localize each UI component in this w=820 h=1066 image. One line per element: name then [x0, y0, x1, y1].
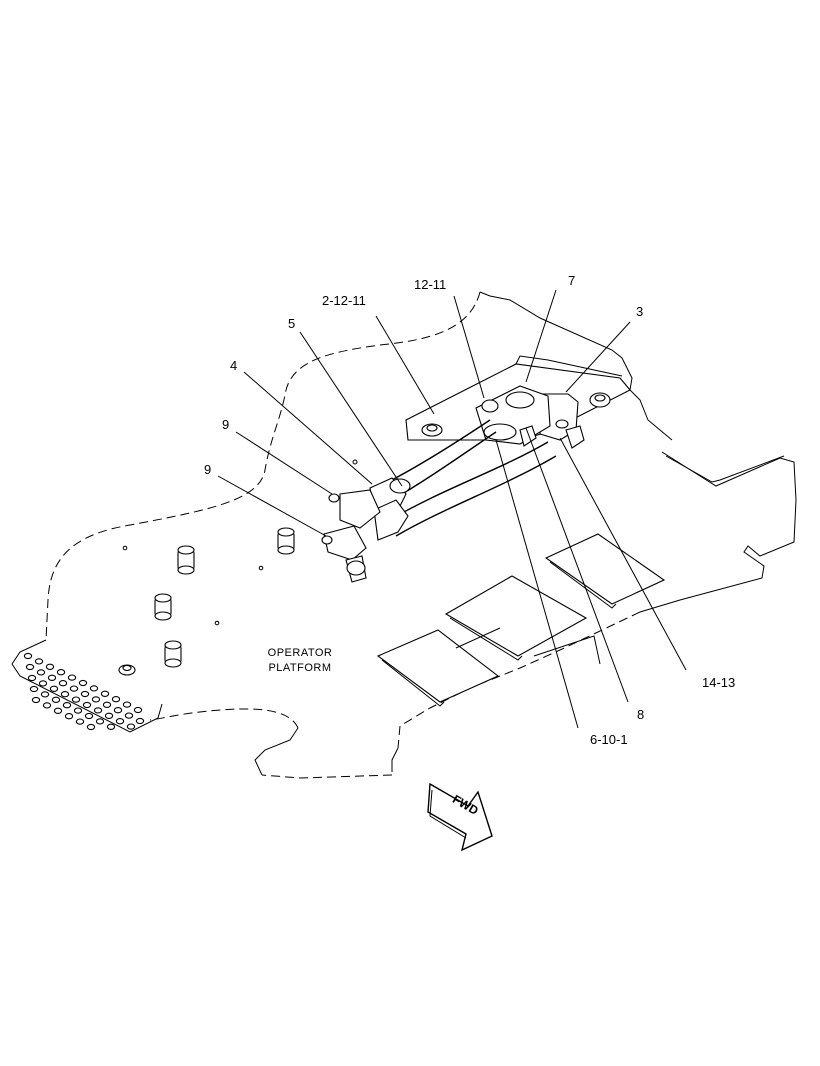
- perforation-hole: [75, 718, 85, 725]
- perforation-hole: [29, 685, 39, 693]
- boss: [177, 545, 195, 575]
- perforation-hole: [100, 690, 110, 697]
- perforation-hole: [71, 696, 81, 703]
- perforation-hole: [67, 674, 77, 681]
- perforated-step: [23, 652, 145, 731]
- callout-3: 3: [636, 304, 643, 319]
- perforation-hole: [106, 723, 116, 730]
- valve-block: [475, 385, 585, 449]
- perforation-hole: [25, 663, 35, 671]
- perforation-hole: [38, 680, 48, 687]
- perforation-hole: [82, 701, 92, 709]
- hole: [214, 620, 220, 626]
- floor-pads: [376, 533, 666, 707]
- perforation-hole: [102, 701, 112, 708]
- hole: [258, 565, 264, 571]
- perforation-hole: [64, 713, 74, 720]
- perforation-hole: [95, 718, 105, 725]
- callout-8: 8: [637, 707, 644, 722]
- leader-lines: [217, 289, 687, 729]
- perforation-hole: [40, 691, 50, 698]
- hole: [352, 459, 358, 465]
- callout-12-11: 12-11: [414, 277, 446, 292]
- callout-5: 5: [288, 316, 295, 331]
- forward-arrow: FWD: [427, 782, 493, 852]
- perforation-hole: [86, 723, 96, 731]
- callout-9-lower: 9: [204, 462, 211, 477]
- perforation-hole: [23, 652, 33, 660]
- callout-6-10-1: 6-10-1: [590, 732, 628, 747]
- perforation-hole: [34, 658, 44, 665]
- perforation-hole: [111, 696, 121, 703]
- perforation-hole: [27, 674, 37, 682]
- perforation-hole: [47, 674, 57, 681]
- perforation-hole: [58, 680, 68, 687]
- callout-labels: 12-11 7 2-12-11 3 5 4 9 9 14-13 8 6-10-1: [204, 273, 735, 747]
- perforation-hole: [133, 706, 143, 714]
- perforation-hole: [69, 685, 79, 692]
- perforation-hole: [60, 691, 70, 698]
- platform-label-line2: PLATFORM: [268, 662, 331, 674]
- perforation-hole: [93, 707, 103, 714]
- perforation-hole: [122, 701, 132, 708]
- perforation-hole: [31, 696, 41, 704]
- callout-7: 7: [568, 273, 575, 288]
- left-fittings: [321, 477, 411, 583]
- perforation-hole: [84, 712, 94, 720]
- callout-14-13: 14-13: [702, 675, 735, 690]
- perforation-hole: [113, 707, 123, 714]
- perforation-hole: [89, 685, 99, 692]
- perforation-hole: [124, 712, 134, 719]
- perforation-hole: [49, 685, 59, 692]
- callout-4: 4: [230, 358, 237, 373]
- perforation-hole: [80, 690, 90, 698]
- perforation-hole: [73, 707, 83, 714]
- platform-label-line1: OPERATOR: [268, 647, 333, 659]
- callout-9-upper: 9: [222, 417, 229, 432]
- boss: [277, 527, 295, 555]
- boss: [154, 593, 172, 621]
- perforation-hole: [126, 723, 136, 730]
- operator-platform-label: OPERATOR PLATFORM: [268, 647, 333, 674]
- fwd-label: FWD: [450, 792, 481, 818]
- boss: [118, 664, 136, 676]
- perforation-hole: [78, 679, 88, 687]
- floor-bosses: [118, 459, 358, 676]
- perforation-hole: [62, 702, 72, 709]
- perforation-hole: [91, 696, 101, 703]
- perforation-hole: [36, 669, 46, 676]
- callout-2-12-11: 2-12-11: [322, 293, 366, 308]
- perforation-hole: [115, 718, 125, 725]
- perforation-hole: [51, 696, 61, 703]
- perforation-hole: [135, 717, 145, 725]
- hole: [122, 545, 128, 551]
- boss: [164, 640, 182, 668]
- perforation-hole: [56, 669, 66, 676]
- perforation-hole: [104, 712, 114, 719]
- perforation-hole: [42, 702, 52, 709]
- perforation-hole: [53, 707, 63, 714]
- perforation-hole: [45, 663, 55, 670]
